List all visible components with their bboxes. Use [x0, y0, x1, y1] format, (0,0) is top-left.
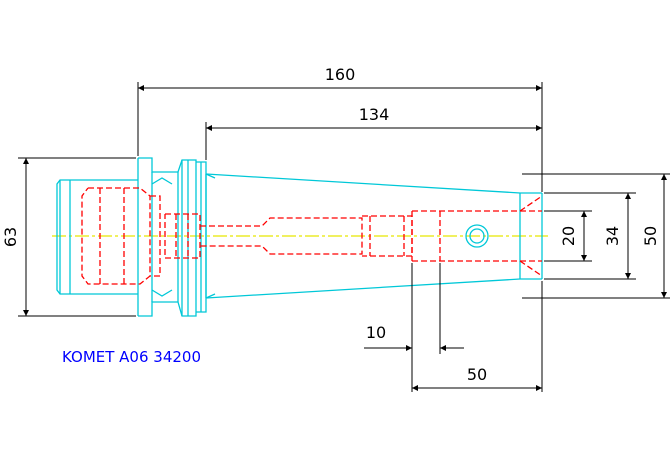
dim-overall-length: 160	[325, 65, 356, 84]
dim-bore-small: 20	[559, 226, 578, 246]
dim-flange-diameter: 63	[1, 227, 20, 247]
dim-depth-10: 10	[366, 323, 386, 342]
dim-depth-50: 50	[467, 365, 487, 384]
dim-shank-diameter: 50	[641, 226, 660, 246]
hidden-lines	[81, 187, 543, 285]
part-label: KOMET A06 34200	[62, 348, 201, 366]
dimension-lines	[18, 82, 670, 392]
dim-taper-length: 134	[359, 105, 390, 124]
dim-bore-medium: 34	[603, 226, 622, 246]
tool-outline	[56, 157, 543, 317]
